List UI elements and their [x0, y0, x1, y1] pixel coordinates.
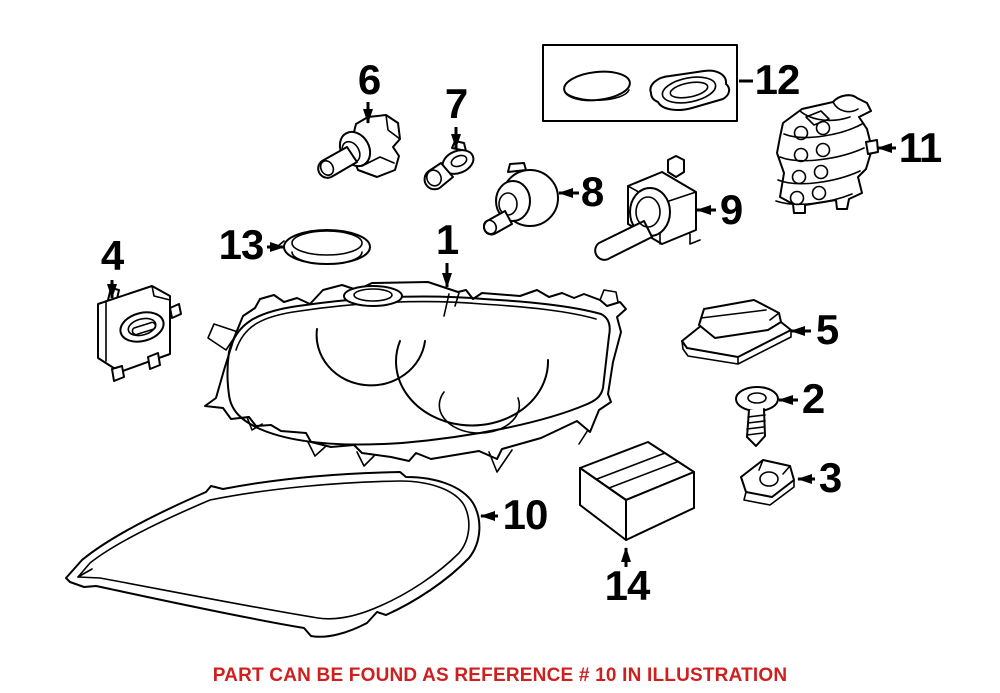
clip-nut-drawing — [740, 459, 795, 506]
adjusting-motor-drawing — [482, 162, 559, 236]
part-label-1: 1 — [435, 216, 459, 263]
part-label-8: 8 — [580, 168, 604, 215]
part-label-12: 12 — [754, 56, 801, 103]
part-label-7: 7 — [444, 80, 468, 127]
part-label-9: 9 — [719, 186, 743, 233]
headlight-assembly-drawing — [204, 281, 627, 473]
leader-arrows — [107, 79, 896, 567]
support-bracket-drawing — [681, 299, 792, 365]
socket-motor-drawing — [594, 155, 701, 261]
part-label-13: 13 — [218, 221, 265, 268]
part-label-11: 11 — [898, 124, 942, 171]
part-label-14: 14 — [604, 562, 651, 609]
mounting-bracket-drawing — [775, 94, 879, 214]
part-label-2: 2 — [801, 375, 825, 422]
caption-text: PART CAN BE FOUND AS REFERENCE # 10 IN I… — [212, 665, 788, 686]
kit-box-drawing — [579, 441, 695, 541]
part-label-10: 10 — [502, 491, 549, 538]
part-label-4: 4 — [100, 232, 124, 279]
signal-bulb-drawing — [423, 140, 475, 191]
trim-ring-drawing — [277, 229, 371, 265]
low-beam-bulb-drawing — [317, 114, 401, 179]
part-label-3: 3 — [818, 454, 842, 501]
screw-drawing — [735, 386, 779, 447]
cap-set-box-drawing — [542, 44, 738, 122]
control-module-drawing — [97, 285, 182, 382]
part-label-5: 5 — [815, 306, 839, 353]
headlight-lens-drawing — [65, 471, 481, 638]
part-label-6: 6 — [357, 56, 381, 103]
